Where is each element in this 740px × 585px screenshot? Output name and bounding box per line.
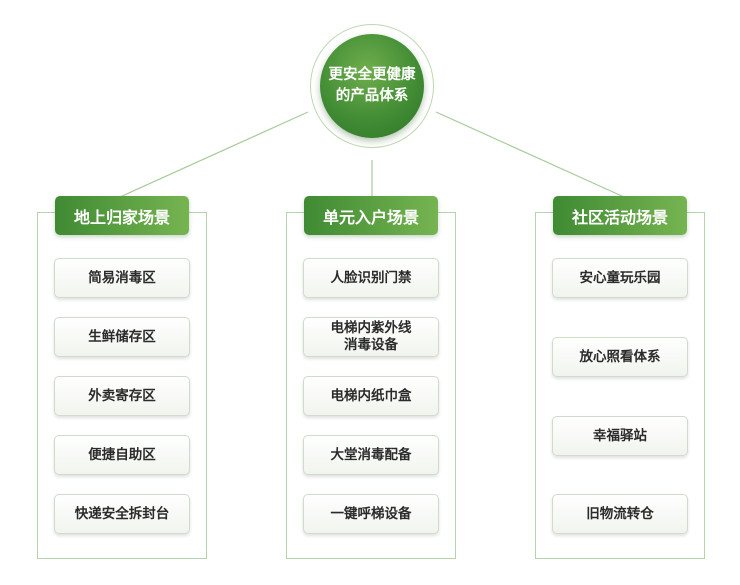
column-header-unit-entry: 单元入户场景 [304,196,438,235]
item-elevator-uv-disinfection: 电梯内紫外线消毒设备 [303,317,439,357]
hub-title-line1: 更安全更健康 [328,67,416,83]
item-elevator-uv-line1: 电梯内紫外线消毒设备 [330,320,412,353]
item-self-service-zone: 便捷自助区 [54,435,190,475]
item-care-system: 放心照看体系 [552,337,688,377]
item-parcel-unpacking-station: 快递安全拆封台 [54,494,190,534]
item-takeout-storage-zone: 外卖寄存区 [54,376,190,416]
hub-title-line2: 的产品体系 [335,88,409,104]
item-secondhand-exchange: 旧物流转仓 [552,494,688,534]
item-kids-playground: 安心童玩乐园 [552,258,688,298]
item-elevator-tissue-box: 电梯内纸巾盒 [303,376,439,416]
connector-right [435,111,625,198]
item-fresh-storage-zone: 生鲜储存区 [54,317,190,357]
hub-node: 更安全更健康 的产品体系 [320,34,424,138]
item-face-recognition-access: 人脸识别门禁 [303,258,439,298]
column-header-ground-home: 地上归家场景 [55,196,189,235]
item-one-touch-elevator-call: 一键呼梯设备 [303,494,439,534]
item-simple-disinfection-zone: 简易消毒区 [54,258,190,298]
item-happiness-station: 幸福驿站 [552,416,688,456]
connector-left [119,111,309,198]
item-lobby-disinfection: 大堂消毒配备 [303,435,439,475]
column-header-community-activity: 社区活动场景 [553,196,687,235]
